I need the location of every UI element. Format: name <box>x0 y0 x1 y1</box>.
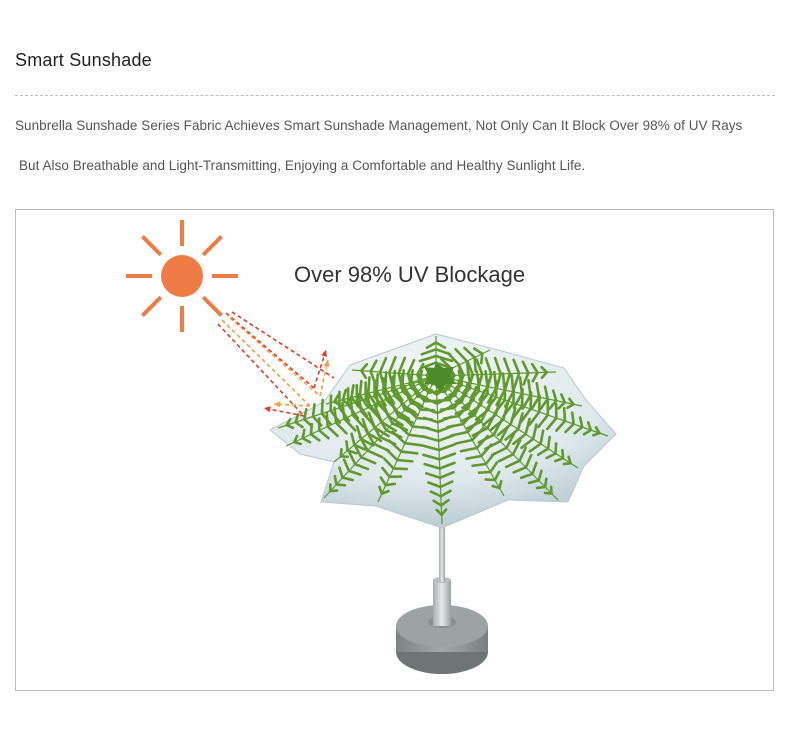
sun-icon <box>126 220 238 332</box>
umbrella-canopy <box>269 333 617 529</box>
umbrella-base <box>396 577 488 674</box>
illustration-graphic <box>126 220 617 674</box>
umbrella-pole <box>439 500 445 582</box>
umbrella-illustration: Over 98% UV Blockage <box>15 209 774 691</box>
uv-ray-arrows <box>217 311 335 417</box>
description-line-2: But Also Breathable and Light-Transmitti… <box>19 158 586 173</box>
dashed-divider <box>15 95 775 96</box>
description-line-1: Sunbrella Sunshade Series Fabric Achieve… <box>15 118 743 133</box>
section-title: Smart Sunshade <box>15 50 152 70</box>
illustration-heading: Over 98% UV Blockage <box>294 262 526 287</box>
